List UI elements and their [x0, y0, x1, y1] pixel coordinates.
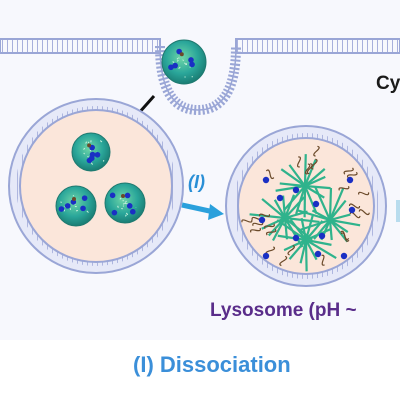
lysosome	[225, 125, 387, 287]
cell-membrane	[0, 38, 400, 116]
step-label: (I)	[188, 172, 205, 192]
partial-arrow-edge	[396, 200, 400, 222]
endosome	[8, 98, 184, 274]
endocytosed-nanoparticle	[161, 39, 207, 85]
lysosome-label: Lysosome (pH ~	[210, 300, 357, 321]
caption-dissociation: (I) Dissociation	[133, 352, 291, 377]
nanoparticle	[71, 132, 111, 172]
nanoparticle	[104, 182, 146, 224]
nanoparticle	[55, 185, 97, 227]
cytoplasm-label: Cy	[376, 73, 400, 94]
dissociated-polymer-chains	[241, 145, 370, 272]
dissociation-arrow	[181, 202, 224, 220]
